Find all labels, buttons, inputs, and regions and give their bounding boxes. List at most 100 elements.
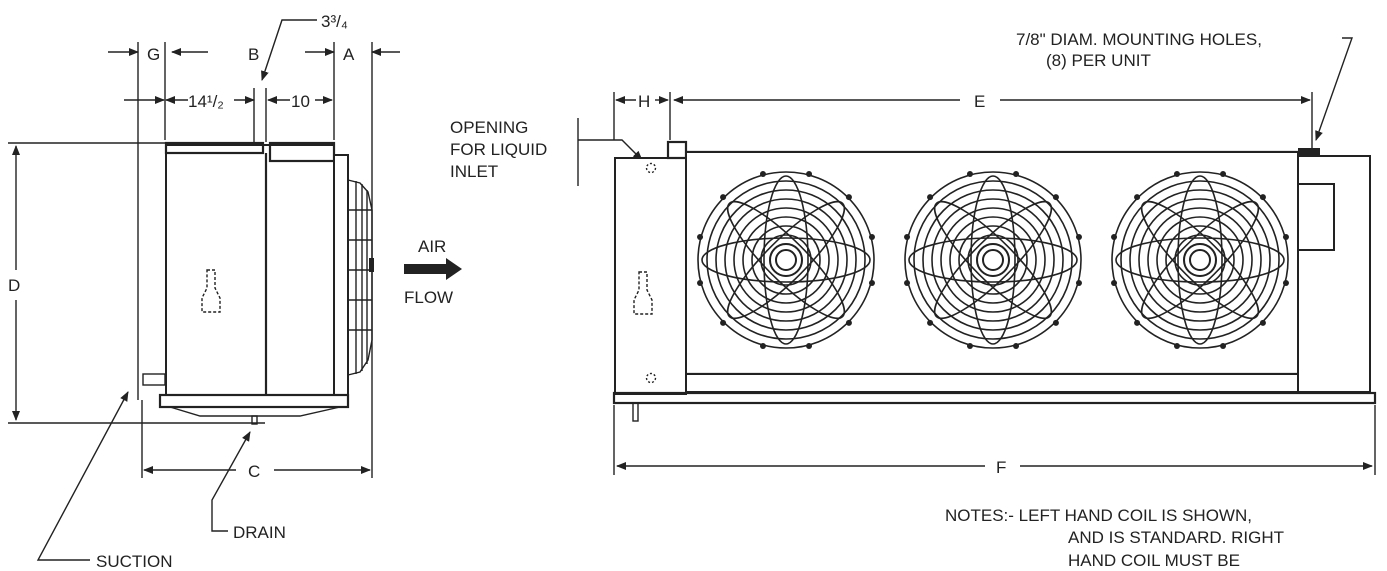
- fan-3: [1111, 171, 1289, 349]
- label-fourteen-half: 14¹/₂: [188, 92, 224, 111]
- drain-pan: [158, 393, 350, 409]
- lower-trim: [685, 373, 1299, 393]
- fan-blade: [1115, 237, 1285, 283]
- fan-guard-ring: [1120, 180, 1280, 340]
- header-box: [614, 157, 687, 395]
- fan-guard-bolt: [1259, 319, 1266, 326]
- fan-blade: [933, 200, 1053, 320]
- fan-guard-bolt: [1111, 233, 1118, 240]
- mounting-tab-left: [666, 140, 688, 160]
- label-g: G: [147, 45, 160, 64]
- label-air: AIR: [418, 237, 446, 256]
- top-flange-right: [268, 141, 336, 163]
- fan-guard-ring: [913, 180, 1073, 340]
- fan-guard-bolt: [1134, 194, 1141, 201]
- fan-guard-bolt: [845, 194, 852, 201]
- fan-guard-ring: [1174, 234, 1226, 286]
- fan-guard-bolt: [697, 233, 704, 240]
- fan-guard-bolt: [759, 171, 766, 178]
- fan-blade: [908, 237, 1078, 283]
- fan-guard-ring: [697, 171, 875, 349]
- label-a: A: [343, 45, 355, 64]
- top-flange-left: [164, 141, 265, 155]
- fan-group: [697, 171, 1289, 349]
- fan-guard-ring: [706, 180, 866, 340]
- label-c: C: [248, 462, 260, 481]
- label-suction: SUCTION: [96, 552, 173, 571]
- fan-blade: [933, 200, 1053, 320]
- label-opening-2: FOR LIQUID: [450, 140, 547, 159]
- fan-blade: [1140, 200, 1260, 320]
- liquid-inlet-opening: [645, 162, 657, 174]
- fan-blade: [726, 200, 846, 320]
- side-end-cap: [333, 154, 349, 396]
- fan-guard-bolt: [904, 233, 911, 240]
- fan-guard-ring: [715, 189, 857, 331]
- leader-mounting-holes: [1315, 37, 1353, 141]
- fan-guard-ring: [940, 207, 1046, 313]
- fan-hub-inner: [1189, 249, 1211, 271]
- fan-guard-ring: [724, 198, 848, 322]
- label-e: E: [974, 92, 985, 111]
- fan-blade: [970, 175, 1016, 345]
- fan-guard-ring: [1147, 207, 1253, 313]
- label-f: F: [996, 458, 1006, 477]
- fan-guard-bolt: [1173, 171, 1180, 178]
- fan-guard-bolt: [1220, 342, 1227, 349]
- fan-guard-ring: [958, 225, 1028, 295]
- fan-guard-ring: [1111, 171, 1289, 349]
- fan-guard-bolt: [927, 194, 934, 201]
- fan-guard-ring: [742, 216, 830, 304]
- fan-guard-ring: [967, 234, 1019, 286]
- air-flow-indicator: AIR FLOW: [404, 237, 462, 307]
- side-mount-bracket: [201, 269, 221, 313]
- suction-stub: [142, 373, 166, 386]
- leader-drain: [211, 431, 251, 532]
- fan-guard-bolt: [1220, 171, 1227, 178]
- front-mount-bracket: [633, 271, 653, 315]
- fan-guard-bolt: [1173, 342, 1180, 349]
- motor-hub: [369, 258, 374, 272]
- leader-suction: [36, 391, 129, 561]
- label-d: D: [8, 276, 20, 295]
- fan-guard-bolt: [697, 280, 704, 287]
- fan-blade: [1140, 200, 1260, 320]
- leader-opening: [578, 139, 643, 161]
- label-three-three-quarter: 3³/₄: [321, 12, 348, 31]
- side-view: G B A 3³/₄ 14¹/₂ 10 D: [8, 12, 400, 571]
- fan-guard-ring: [922, 189, 1064, 331]
- label-drain: DRAIN: [233, 523, 286, 542]
- label-h: H: [638, 92, 650, 111]
- air-flow-arrow: [404, 258, 462, 280]
- fan-guard-bolt: [904, 280, 911, 287]
- fan-guard-ring: [1129, 189, 1271, 331]
- fan-guard-bolt: [1282, 280, 1289, 287]
- fan-guard-bolt: [845, 319, 852, 326]
- front-view: H E 7/8" DIAM. MOUNTING HOLES, (8) PER U…: [450, 30, 1377, 570]
- fan-blade: [1177, 175, 1223, 345]
- notes-line-2: AND IS STANDARD. RIGHT: [1068, 528, 1284, 547]
- fan-guard-bolt: [1052, 194, 1059, 201]
- label-mounting-2: (8) PER UNIT: [1046, 51, 1151, 70]
- notes-line-3: HAND COIL MUST BE: [1068, 551, 1240, 570]
- label-opening-3: INLET: [450, 162, 498, 181]
- fan-guard-bolt: [1111, 280, 1118, 287]
- fan-2: [904, 171, 1082, 349]
- side-casing: [165, 144, 335, 396]
- label-b: B: [248, 45, 259, 64]
- fan-guard-bolt: [720, 194, 727, 201]
- fan-guard-bolt: [927, 319, 934, 326]
- fan-guard-bolt: [1013, 171, 1020, 178]
- mounting-tab-right: [1298, 148, 1320, 156]
- notes-line-1: NOTES:- LEFT HAND COIL IS SHOWN,: [945, 506, 1252, 525]
- fan-guard-ring: [1138, 198, 1262, 322]
- fan-guard-bolt: [966, 171, 973, 178]
- fan-blade: [701, 237, 871, 283]
- label-ten: 10: [291, 92, 310, 111]
- fan-hub-inner: [982, 249, 1004, 271]
- fan-guard-bolt: [1259, 194, 1266, 201]
- fan-guard-bolt: [1134, 319, 1141, 326]
- front-drain-pan: [612, 391, 1377, 405]
- drain-nozzle: [251, 415, 258, 425]
- fan-guard-ring: [949, 216, 1037, 304]
